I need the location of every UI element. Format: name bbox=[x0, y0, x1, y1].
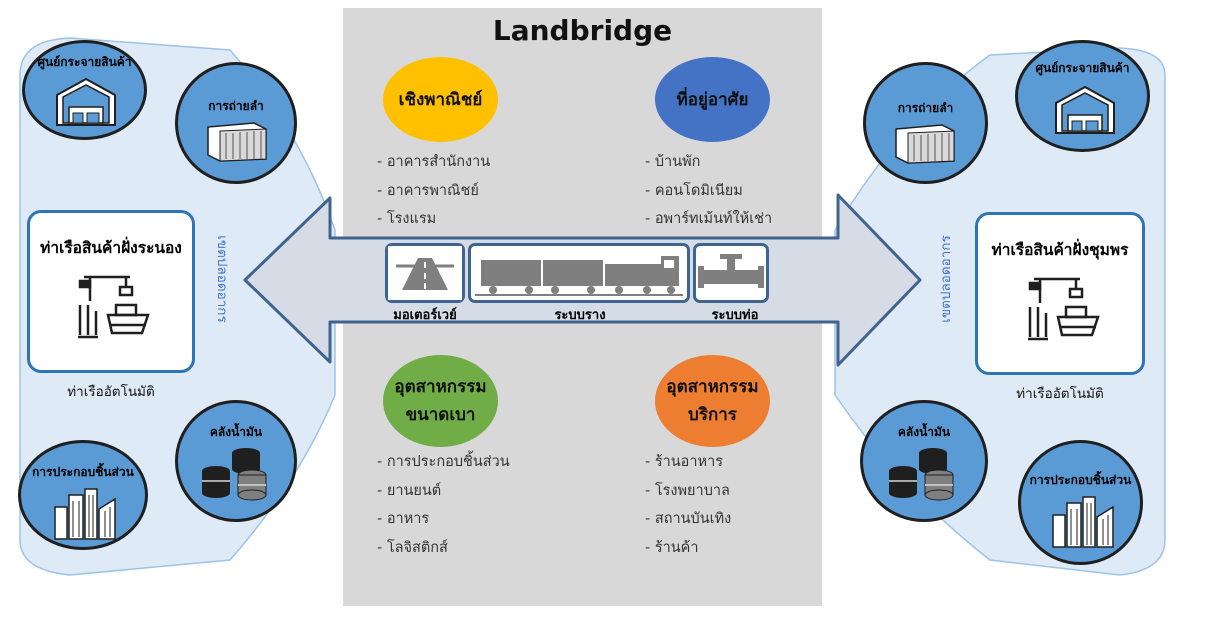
warehouse-icon bbox=[56, 77, 116, 126]
category-service-industry-label-line2: บริการ bbox=[688, 405, 737, 425]
residential-list: - บ้านพัก - คอนโดมิเนียม - อพาร์ทเม้นท์ใ… bbox=[645, 148, 772, 234]
factory-buildings-icon bbox=[1052, 496, 1114, 548]
category-service-industry: อุตสาหกรรม บริการ bbox=[655, 355, 770, 447]
right-assembly-label: การประกอบชิ้นส่วน bbox=[1029, 473, 1132, 487]
list-item: - โรงพยาบาล bbox=[645, 482, 730, 499]
left-oil-storage-node: คลังน้ำมัน bbox=[175, 400, 297, 522]
motorway-label: มอเตอร์เวย์ bbox=[393, 308, 457, 323]
left-transshipment-label: การถ่ายลำ bbox=[208, 99, 264, 113]
right-port-box: ท่าเรือสินค้าฝั่งชุมพร bbox=[975, 212, 1145, 375]
list-item: - ร้านค้า bbox=[645, 539, 699, 556]
train-icon bbox=[475, 256, 683, 296]
commercial-list: - อาคารสำนักงาน - อาคารพาณิชย์ - โรงแรม bbox=[377, 148, 490, 234]
category-light-industry-label-line2: ขนาดเบา bbox=[405, 405, 476, 425]
left-free-zone-label: เขตปลอดอากร bbox=[214, 235, 230, 323]
list-item: - อาหาร bbox=[377, 511, 430, 527]
category-light-industry: อุตสาหกรรม ขนาดเบา bbox=[383, 355, 498, 447]
left-port-title: ท่าเรือสินค้าฝั่งระนอง bbox=[40, 239, 182, 257]
list-item: - โรงแรม bbox=[377, 211, 437, 227]
service-industry-list: - ร้านอาหาร - โรงพยาบาล - สถานบันเทิง - … bbox=[645, 448, 731, 562]
right-port-subtitle: ท่าเรืออัตโนมัติ bbox=[1016, 386, 1104, 402]
left-transshipment-node: การถ่ายลำ bbox=[175, 62, 297, 184]
left-port-subtitle: ท่าเรืออัตโนมัติ bbox=[67, 384, 155, 400]
left-port-box: ท่าเรือสินค้าฝั่งระนอง bbox=[27, 210, 195, 373]
list-item: - โลจิสติกส์ bbox=[377, 539, 448, 556]
rail-box bbox=[468, 243, 690, 303]
category-residential-label: ที่อยู่อาศัย bbox=[676, 89, 749, 110]
pipeline-box bbox=[693, 243, 769, 303]
left-assembly-label: การประกอบชิ้นส่วน bbox=[32, 465, 134, 479]
left-oil-storage-label: คลังน้ำมัน bbox=[209, 425, 263, 439]
list-item: - การประกอบชิ้นส่วน bbox=[377, 454, 510, 470]
oil-barrels-icon bbox=[889, 448, 954, 501]
motorway-icon bbox=[388, 246, 462, 300]
motorway-box bbox=[385, 243, 465, 303]
list-item: - ยานยนต์ bbox=[377, 482, 442, 499]
list-item: - อาคารพาณิชย์ bbox=[377, 182, 479, 199]
right-transshipment-node: การถ่ายลำ bbox=[863, 62, 988, 184]
factory-buildings-icon bbox=[54, 488, 116, 540]
right-distribution-center-label: ศูนย์กระจายสินค้า bbox=[1035, 61, 1130, 75]
right-port-title: ท่าเรือสินค้าฝั่งชุมพร bbox=[991, 241, 1129, 259]
right-oil-storage-node: คลังน้ำมัน bbox=[860, 400, 988, 522]
right-transshipment-label: การถ่ายลำ bbox=[897, 101, 954, 115]
right-free-zone-label: เขตปลอดอากร bbox=[938, 235, 954, 323]
rail-label: ระบบราง bbox=[554, 308, 606, 323]
right-oil-storage-label: คลังน้ำมัน bbox=[897, 425, 951, 439]
category-light-industry-label-line1: อุตสาหกรรม bbox=[394, 377, 487, 397]
container-icon bbox=[207, 122, 267, 162]
left-distribution-center-node: ศูนย์กระจายสินค้า bbox=[22, 40, 147, 140]
oil-barrels-icon bbox=[202, 448, 267, 501]
list-item: - สถานบันเทิง bbox=[645, 511, 732, 527]
left-distribution-center-label: ศูนย์กระจายสินค้า bbox=[37, 55, 132, 69]
port-crane-icon bbox=[78, 275, 150, 339]
list-item: - อาคารสำนักงาน bbox=[377, 154, 491, 170]
category-residential: ที่อยู่อาศัย bbox=[655, 57, 770, 142]
list-item: - ร้านอาหาร bbox=[645, 454, 724, 470]
category-commercial-label: เชิงพาณิชย์ bbox=[398, 89, 483, 110]
page-title: Landbridge bbox=[492, 14, 673, 47]
pipeline-icon bbox=[698, 254, 764, 288]
right-distribution-center-node: ศูนย์กระจายสินค้า bbox=[1015, 40, 1150, 152]
category-commercial: เชิงพาณิชย์ bbox=[383, 57, 498, 142]
list-item: - คอนโดมิเนียม bbox=[645, 182, 743, 199]
port-crane-icon bbox=[1028, 277, 1100, 341]
pipeline-label: ระบบท่อ bbox=[711, 308, 759, 323]
list-item: - อพาร์ทเม้นท์ให้เช่า bbox=[645, 211, 773, 227]
container-icon bbox=[895, 124, 955, 164]
right-assembly-node: การประกอบชิ้นส่วน bbox=[1018, 440, 1143, 565]
warehouse-icon bbox=[1055, 85, 1115, 134]
category-service-industry-label-line1: อุตสาหกรรม bbox=[666, 377, 759, 397]
list-item: - บ้านพัก bbox=[645, 154, 701, 170]
left-assembly-node: การประกอบชิ้นส่วน bbox=[18, 440, 148, 550]
light-industry-list: - การประกอบชิ้นส่วน - ยานยนต์ - อาหาร - … bbox=[377, 448, 510, 562]
